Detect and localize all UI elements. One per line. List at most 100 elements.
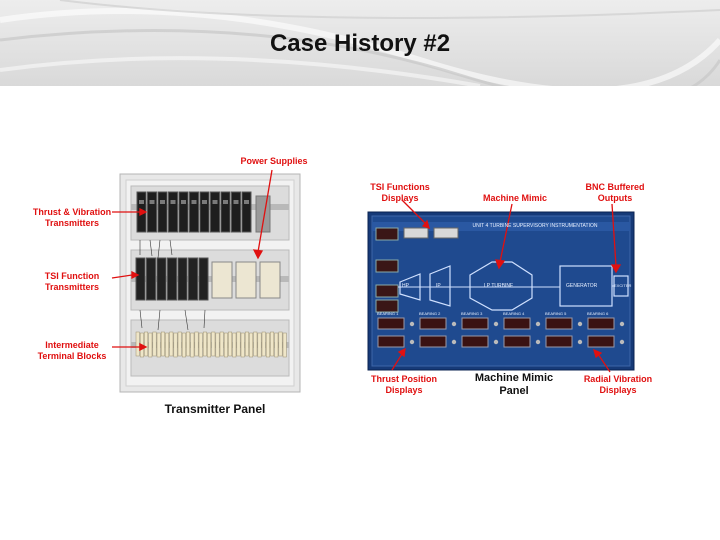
callout-machine-mimic: Machine Mimic bbox=[482, 193, 547, 203]
callout-thrust-pos-line2: Displays bbox=[385, 385, 423, 395]
bearing-display bbox=[377, 317, 405, 330]
terminal-block bbox=[135, 331, 140, 357]
bearing-display bbox=[503, 335, 531, 348]
terminal-block bbox=[194, 331, 199, 357]
bnc-connector bbox=[451, 321, 457, 327]
bearing-display bbox=[587, 335, 615, 348]
callout-radial-vibration-displays: Radial Vibration Displays bbox=[574, 374, 662, 396]
transmitter-module bbox=[147, 191, 157, 233]
mimic-stage-ip: IP bbox=[436, 283, 441, 289]
callout-bnc-outputs: BNC Buffered Outputs bbox=[574, 182, 656, 204]
header-swirl-decoration bbox=[0, 0, 720, 86]
bearing-label: BEARING 1 bbox=[377, 311, 399, 316]
terminal-block bbox=[223, 332, 228, 358]
bearing-label: BEARING 3 bbox=[461, 311, 483, 316]
thrust-vibration-transmitter-modules bbox=[136, 191, 252, 233]
callout-tsi-function-line2: Transmitters bbox=[44, 282, 100, 292]
transmitter-module bbox=[189, 191, 199, 233]
bnc-connector bbox=[451, 339, 457, 345]
callout-thrust-position-displays: Thrust Position Displays bbox=[362, 374, 446, 396]
transmitter-panel-caption: Transmitter Panel bbox=[164, 402, 266, 416]
callout-thrust-vibration-line2: Transmitters bbox=[44, 218, 100, 228]
bnc-connector bbox=[409, 339, 415, 345]
mimic-stage-exciter: EXCITER bbox=[614, 283, 632, 288]
callout-thrust-vibration: Thrust & Vibration Transmitters bbox=[26, 207, 118, 229]
tsi-module bbox=[156, 257, 167, 301]
callout-power-supplies: Power Supplies bbox=[240, 156, 308, 166]
bnc-connector bbox=[535, 339, 541, 345]
transmitter-module bbox=[210, 191, 220, 233]
bnc-connector bbox=[577, 321, 583, 327]
callout-tsi-function-displays: TSI Functions Displays bbox=[362, 182, 438, 204]
terminal-block bbox=[232, 332, 237, 358]
bnc-connector bbox=[577, 339, 583, 345]
terminal-block bbox=[169, 331, 174, 357]
callout-bnc-line2: Outputs bbox=[597, 193, 633, 203]
callout-terminal-blocks-line2: Terminal Blocks bbox=[37, 351, 107, 361]
terminal-block bbox=[173, 332, 178, 358]
transmitter-module bbox=[231, 191, 241, 233]
bearing-label: BEARING 6 bbox=[587, 311, 609, 316]
terminal-block bbox=[160, 331, 165, 357]
bearing-display bbox=[587, 317, 615, 330]
tsi-module bbox=[198, 257, 209, 301]
transmitter-module bbox=[220, 191, 231, 233]
bearing-label: BEARING 5 bbox=[545, 311, 567, 316]
terminal-block bbox=[274, 332, 279, 358]
terminal-block bbox=[257, 332, 262, 358]
tsi-function-transmitter-modules bbox=[135, 257, 209, 301]
machine-mimic-caption-line2: Panel bbox=[499, 385, 529, 397]
bearing-display bbox=[545, 335, 573, 348]
bearing-display bbox=[461, 317, 489, 330]
bnc-connector bbox=[493, 321, 499, 327]
callout-thrust-pos-line1: Thrust Position bbox=[371, 374, 437, 384]
bnc-connector bbox=[535, 321, 541, 327]
terminal-block bbox=[228, 331, 233, 357]
terminal-block bbox=[186, 331, 191, 357]
terminal-block bbox=[282, 332, 287, 358]
bearing-display-modules bbox=[377, 317, 625, 348]
wiring bbox=[139, 239, 206, 331]
terminal-block bbox=[211, 331, 216, 357]
callout-terminal-blocks: Intermediate Terminal Blocks bbox=[30, 340, 114, 362]
terminal-block bbox=[278, 331, 283, 357]
bearing-display bbox=[419, 335, 447, 348]
machine-mimic-caption-line1: Machine Mimic bbox=[474, 372, 554, 384]
bearing-display bbox=[377, 335, 405, 348]
mimic-stage-generator: GENERATOR bbox=[566, 283, 598, 289]
terminal-block bbox=[261, 331, 266, 357]
terminal-block bbox=[244, 331, 249, 357]
terminal-block-strip bbox=[135, 331, 287, 358]
mimic-stage-hp: HP bbox=[402, 283, 409, 289]
transmitter-module bbox=[178, 191, 189, 233]
callout-tsi-function-line1: TSI Function bbox=[44, 271, 100, 281]
terminal-block bbox=[219, 331, 224, 357]
tsi-module bbox=[167, 257, 177, 301]
terminal-block bbox=[253, 331, 258, 357]
tsi-module bbox=[177, 257, 188, 301]
bearing-label: BEARING 4 bbox=[503, 311, 525, 316]
callout-arrows bbox=[111, 169, 622, 373]
tsi-module bbox=[135, 257, 146, 301]
callout-tsi-function: TSI Function Transmitters bbox=[30, 271, 114, 293]
bearing-display bbox=[503, 317, 531, 330]
terminal-block bbox=[198, 332, 203, 358]
bnc-connector bbox=[493, 339, 499, 345]
terminal-block bbox=[165, 332, 170, 358]
transmitter-module bbox=[241, 191, 252, 233]
slide-title: Case History #2 bbox=[269, 30, 451, 57]
terminal-block bbox=[207, 332, 212, 358]
mimic-panel-header: UNIT 4 TURBINE SUPERVISORY INSTRUMENTATI… bbox=[472, 223, 598, 229]
callout-radial-line2: Displays bbox=[599, 385, 637, 395]
terminal-block bbox=[215, 332, 220, 358]
terminal-block bbox=[148, 332, 153, 358]
terminal-block bbox=[190, 332, 195, 358]
bearing-display bbox=[545, 317, 573, 330]
terminal-block bbox=[236, 331, 241, 357]
transmitter-module bbox=[199, 191, 210, 233]
terminal-block bbox=[202, 331, 207, 357]
terminal-block bbox=[152, 331, 157, 357]
callout-thrust-vibration-line1: Thrust & Vibration bbox=[32, 207, 112, 217]
bnc-connector bbox=[619, 321, 625, 327]
